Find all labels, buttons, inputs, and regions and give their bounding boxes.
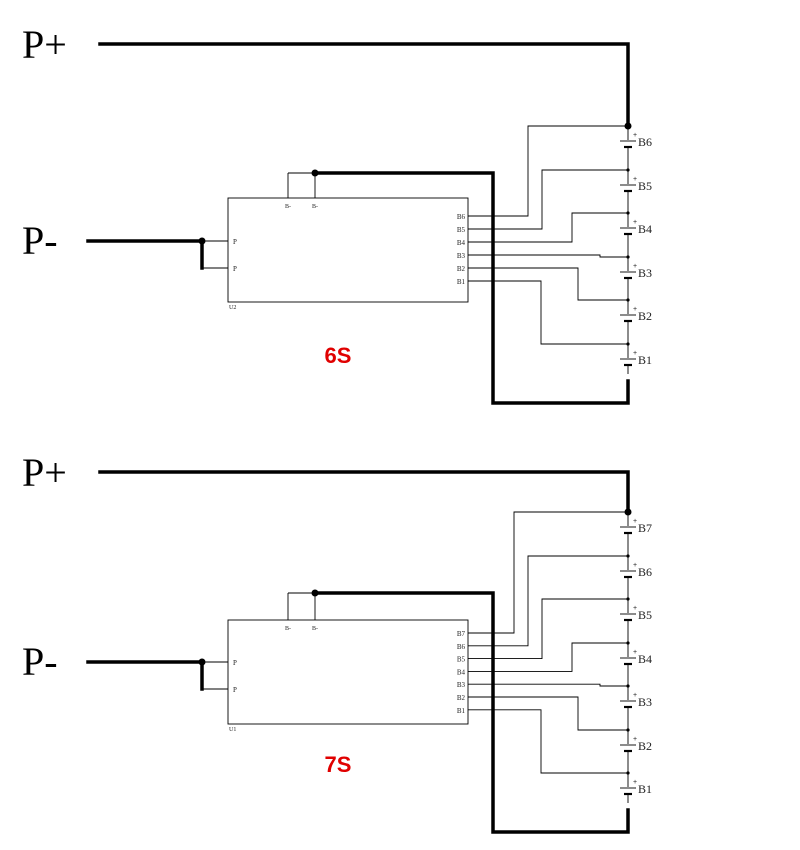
- balance-sense-wire: [468, 212, 628, 243]
- battery-cell-b2: +B2: [620, 300, 652, 344]
- battery-cell-b6: +B6: [620, 556, 652, 600]
- battery-cell-b4: +B4: [620, 643, 652, 687]
- cell-plus-sign: +: [633, 306, 637, 313]
- ic-balance-pin-label: B2: [457, 265, 466, 273]
- balance-sense-wire: [468, 267, 628, 301]
- balance-sense-wire: [468, 169, 628, 230]
- balance-sense-wire: [468, 709, 628, 774]
- ic-balance-pin-label: B3: [457, 681, 466, 689]
- b-minus-return-wire: [313, 171, 630, 405]
- cell-label: B4: [638, 222, 652, 236]
- pack-plus-wire: [98, 42, 630, 128]
- pack-minus-label: P-: [22, 639, 58, 684]
- cell-label: B4: [638, 652, 652, 666]
- cell-label: B3: [638, 266, 652, 280]
- ic-reference-label: U2: [229, 305, 236, 311]
- ic-balance-pin-label: B4: [457, 668, 466, 676]
- cell-label: B3: [638, 695, 652, 709]
- balance-sense-wire: [468, 598, 628, 660]
- battery-cell-b5: +B5: [620, 599, 652, 643]
- protection-ic-box: [227, 197, 469, 303]
- balance-sense-wire: [468, 280, 628, 345]
- cell-plus-sign: +: [633, 692, 637, 699]
- battery-cell-b7: +B7: [620, 512, 652, 556]
- balance-sense-wire: [468, 642, 628, 672]
- ic-pin-label-b-minus: B-: [312, 626, 318, 632]
- cell-label: B5: [638, 608, 652, 622]
- cell-label: B7: [638, 521, 652, 535]
- balance-sense-wire: [468, 125, 628, 217]
- ic-pin-label-p: P: [233, 238, 237, 246]
- cell-label: B1: [638, 782, 652, 796]
- cell-label: B6: [638, 135, 652, 149]
- diagram-6s: P+P-U2PPB-B-B6B5B4B3B2B1+B6+B5+B4+B3+B2+…: [22, 22, 652, 405]
- ic-pin-label-p: P: [233, 265, 237, 273]
- cell-plus-sign: +: [633, 562, 637, 569]
- ic-balance-pin-label: B4: [457, 239, 466, 247]
- series-label: 7S: [325, 752, 352, 777]
- pack-plus-wire: [98, 470, 630, 514]
- cell-plus-sign: +: [633, 518, 637, 525]
- cell-label: B6: [638, 565, 652, 579]
- ic-reference-label: U1: [229, 727, 236, 733]
- balance-sense-wire: [468, 696, 628, 731]
- ic-pin-label-p: P: [233, 686, 237, 694]
- battery-cell-b4: +B4: [620, 213, 652, 257]
- b-minus-return-wire: [313, 591, 630, 834]
- ic-balance-pin-label: B5: [457, 226, 466, 234]
- cell-label: B1: [638, 353, 652, 367]
- ic-balance-pin-label: B5: [457, 656, 466, 664]
- battery-cell-b5: +B5: [620, 170, 652, 214]
- battery-cell-b3: +B3: [620, 686, 652, 730]
- balance-sense-wire: [468, 511, 628, 634]
- ic-pin-label-b-minus: B-: [285, 204, 291, 210]
- ic-pin-label-b-minus: B-: [285, 626, 291, 632]
- ic-pin-label-p: P: [233, 659, 237, 667]
- cell-plus-sign: +: [633, 219, 637, 226]
- battery-cell-b3: +B3: [620, 257, 652, 301]
- cell-plus-sign: +: [633, 263, 637, 270]
- ic-balance-pin-label: B6: [457, 643, 466, 651]
- battery-cell-b1: +B1: [620, 773, 652, 803]
- cell-label: B2: [638, 309, 652, 323]
- ic-balance-pin-label: B1: [457, 707, 466, 715]
- ic-balance-pin-label: B6: [457, 213, 466, 221]
- ic-balance-pin-label: B3: [457, 252, 466, 260]
- pack-plus-label: P+: [22, 450, 67, 495]
- cell-plus-sign: +: [633, 649, 637, 656]
- cell-plus-sign: +: [633, 176, 637, 183]
- cell-plus-sign: +: [633, 350, 637, 357]
- ic-pin-label-b-minus: B-: [312, 204, 318, 210]
- ic-balance-pin-label: B1: [457, 278, 466, 286]
- cell-label: B5: [638, 179, 652, 193]
- pack-minus-label: P-: [22, 218, 58, 263]
- diagram-7s: P+P-U1PPB-B-B7B6B5B4B3B2B1+B7+B6+B5+B4+B…: [22, 450, 652, 834]
- balance-sense-wire: [468, 555, 628, 647]
- protection-ic-box: [227, 619, 469, 725]
- ic-balance-pin-label: B2: [457, 694, 466, 702]
- series-label: 6S: [325, 343, 352, 368]
- cell-plus-sign: +: [633, 736, 637, 743]
- battery-cell-b6: +B6: [620, 126, 652, 170]
- ic-balance-pin-label: B7: [457, 630, 466, 638]
- pack-plus-label: P+: [22, 22, 67, 67]
- battery-cell-b2: +B2: [620, 730, 652, 774]
- balance-sense-wire: [468, 683, 628, 687]
- balance-sense-wire: [468, 254, 628, 258]
- cell-plus-sign: +: [633, 605, 637, 612]
- cell-plus-sign: +: [633, 132, 637, 139]
- cell-plus-sign: +: [633, 779, 637, 786]
- battery-cell-b1: +B1: [620, 344, 652, 374]
- cell-label: B2: [638, 739, 652, 753]
